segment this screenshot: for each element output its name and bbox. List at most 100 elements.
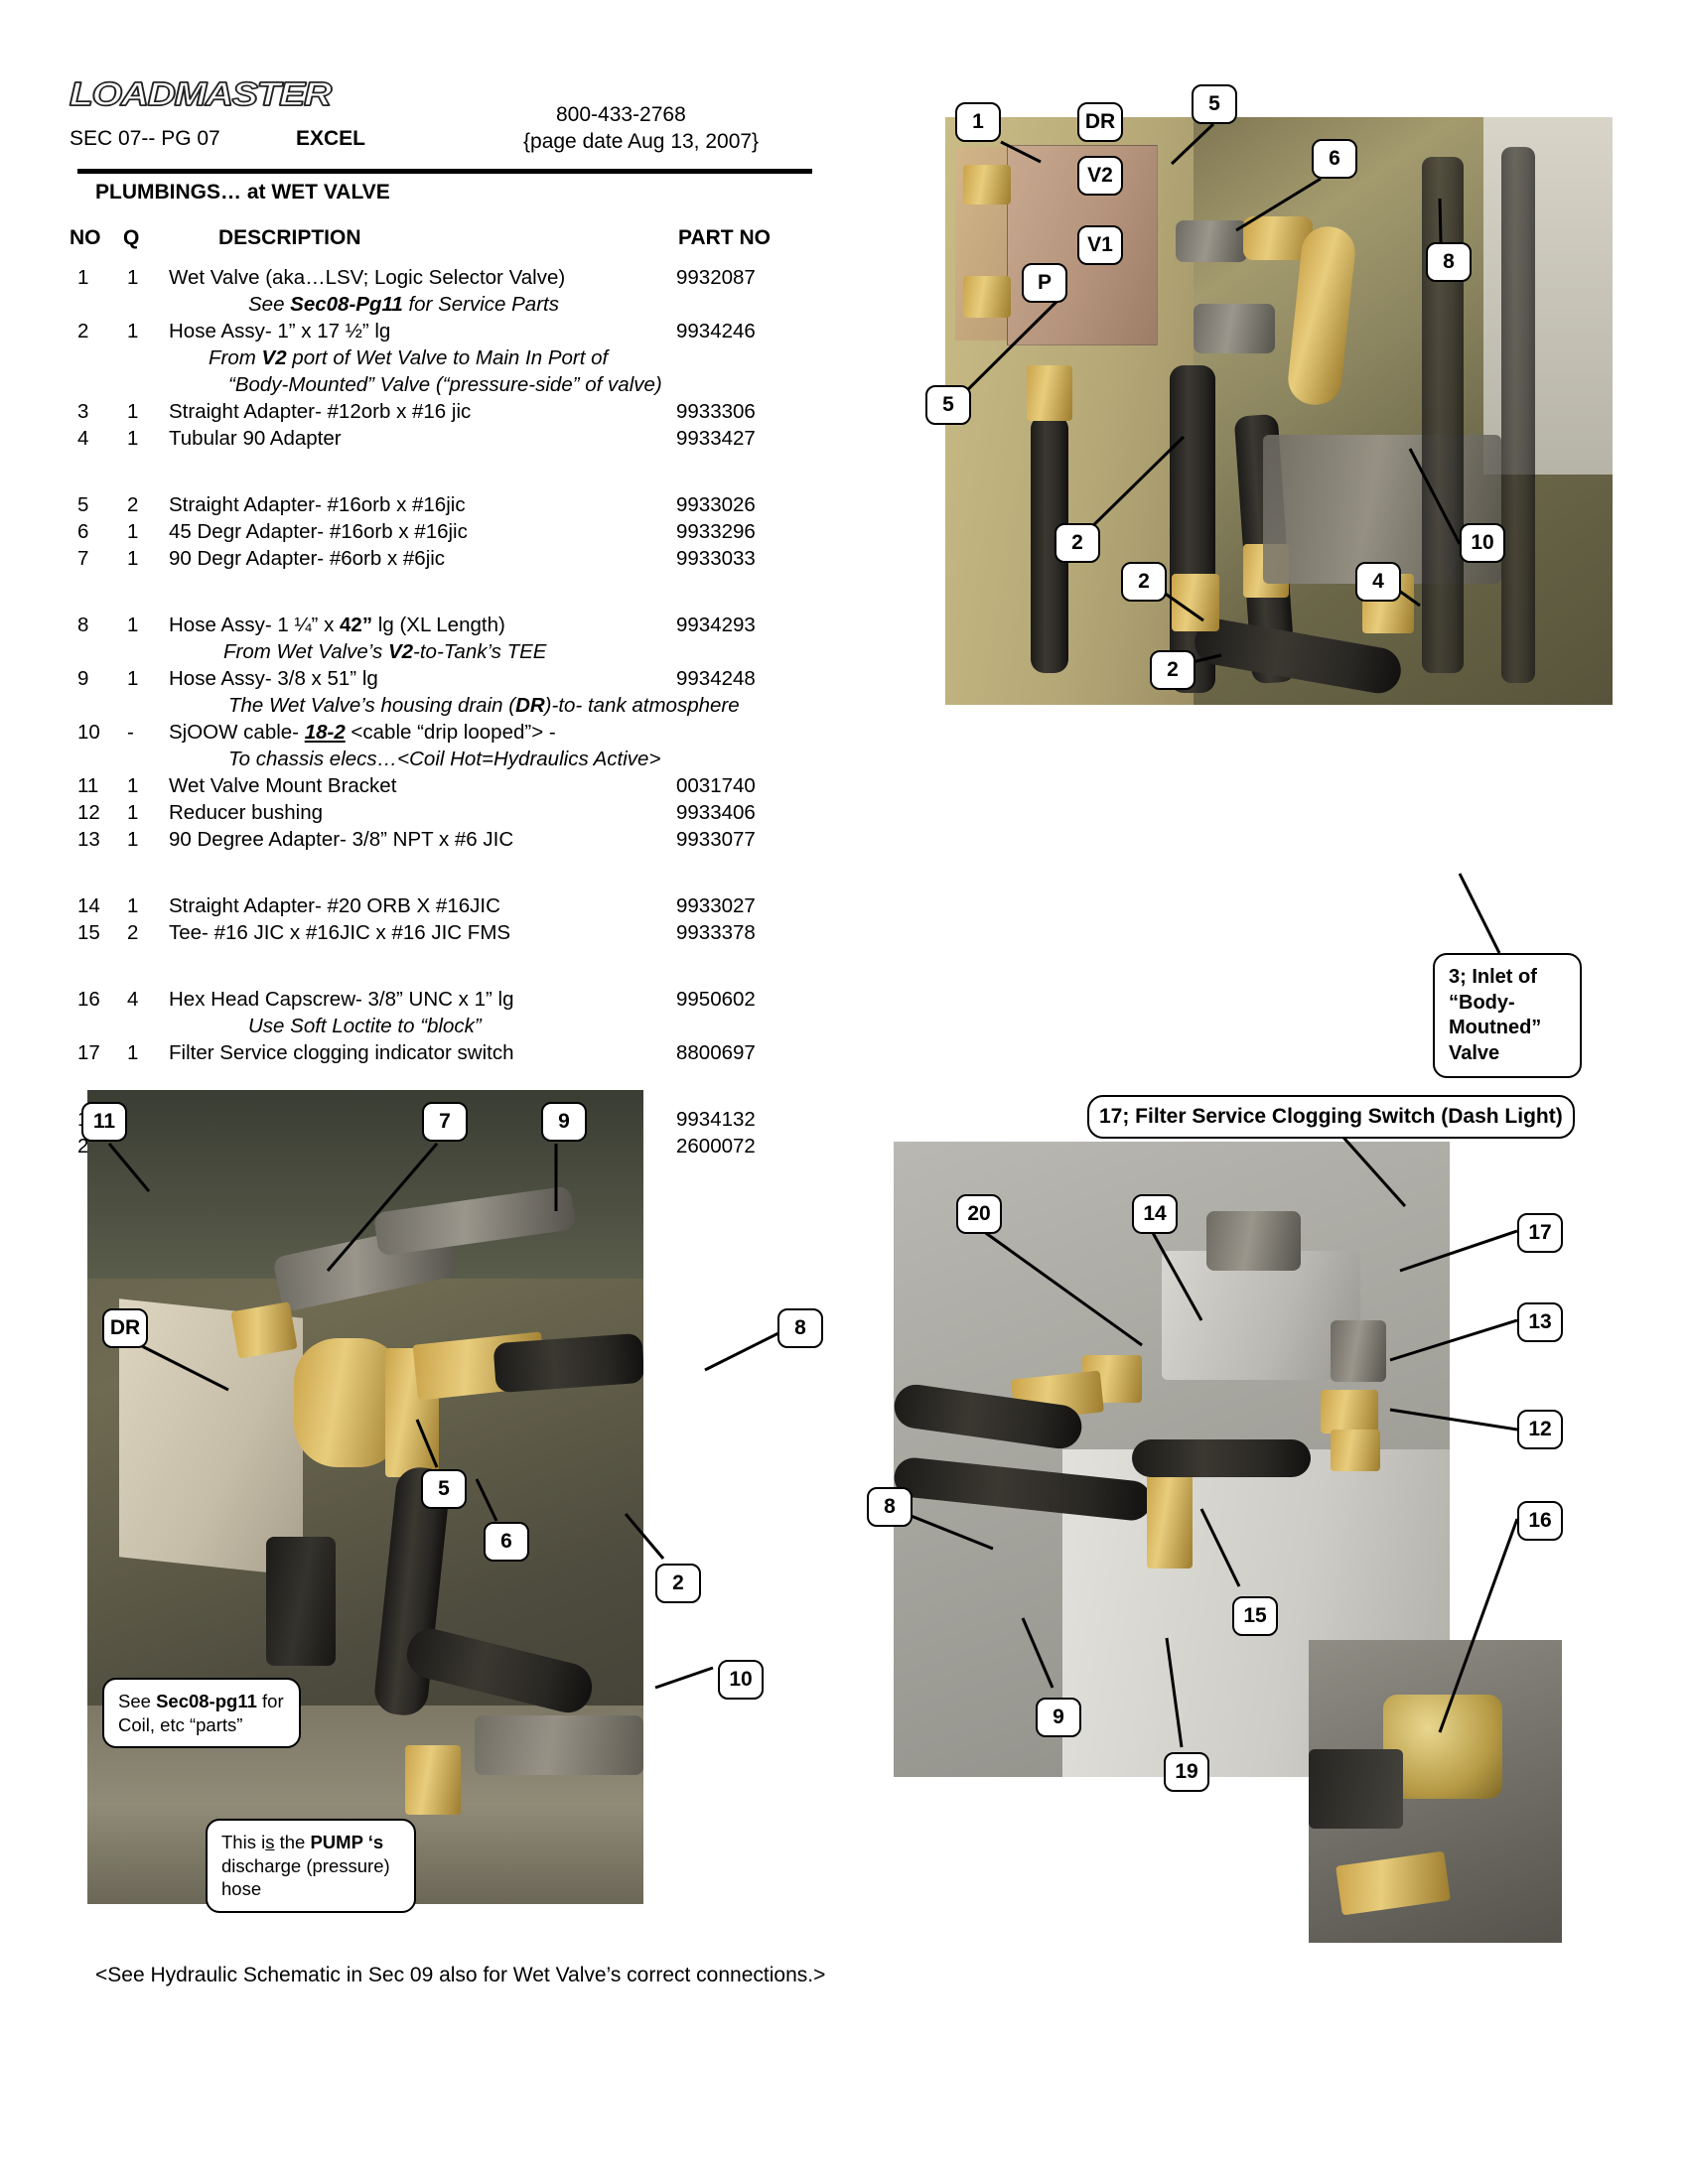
- callout-p: P: [1022, 263, 1067, 303]
- part-quantity: 1: [127, 614, 139, 636]
- callout-5: 5: [925, 385, 971, 425]
- part-description-note: From V2 port of Wet Valve to Main In Por…: [209, 346, 609, 369]
- part-description: Hose Assy- 1 ¼” x 42” lg (XL Length): [169, 614, 505, 636]
- hose-lower: [401, 1623, 598, 1718]
- column-header-q: Q: [123, 226, 140, 249]
- row-spacer: [70, 574, 844, 614]
- part-item-no: 6: [77, 520, 89, 543]
- fitting-2-lower: [1172, 574, 1219, 631]
- part-item-no: 16: [77, 988, 100, 1011]
- part-number: 9950602: [676, 988, 756, 1011]
- part-number: 9933077: [676, 828, 756, 851]
- callout-11: 11: [81, 1102, 127, 1142]
- callout-12: 12: [1517, 1410, 1563, 1449]
- table-row: 10-SjOOW cable- 18-2 <cable “drip looped…: [70, 721, 844, 748]
- callout-dr: DR: [102, 1308, 148, 1348]
- row-spacer: [70, 948, 844, 988]
- part-quantity: 2: [127, 921, 139, 944]
- part-number: 9933027: [676, 894, 756, 917]
- fitting-lower-left: [963, 276, 1011, 318]
- callout-8: 8: [1426, 242, 1472, 282]
- part-number: 0031740: [676, 774, 756, 797]
- model-label: EXCEL: [296, 127, 366, 150]
- part-description: Tee- #16 JIC x #16JIC x #16 JIC FMS: [169, 921, 511, 944]
- part-number: 9933427: [676, 427, 756, 450]
- footer-note: <See Hydraulic Schematic in Sec 09 also …: [95, 1964, 826, 1986]
- part-item-no: 17: [77, 1041, 100, 1064]
- part-quantity: 1: [127, 547, 139, 570]
- filter-cap: [1206, 1211, 1301, 1271]
- callout-10: 10: [1460, 523, 1505, 563]
- header-divider: [77, 169, 812, 174]
- part-number: 9932087: [676, 266, 756, 289]
- part-number: 9933406: [676, 801, 756, 824]
- part-item-no: 3: [77, 400, 89, 423]
- photo-capscrew-inset: [1309, 1640, 1562, 1943]
- callout-8: 8: [867, 1487, 913, 1527]
- callout-filter-service-switch: 17; Filter Service Clogging Switch (Dash…: [1087, 1095, 1575, 1139]
- page-title: PLUMBINGS… at WET VALVE: [95, 181, 390, 204]
- column-header-no: NO: [70, 226, 101, 249]
- part-quantity: 4: [127, 988, 139, 1011]
- part-number: 9933378: [676, 921, 756, 944]
- part-quantity: 1: [127, 894, 139, 917]
- part-description: SjOOW cable- 18-2 <cable “drip looped”> …: [169, 721, 556, 744]
- callout-4: 4: [1355, 562, 1401, 602]
- part-item-no: 5: [77, 493, 89, 516]
- part-item-no: 1: [77, 266, 89, 289]
- callout-9: 9: [1036, 1698, 1081, 1737]
- inset-body: [1309, 1749, 1403, 1829]
- callout-15: 15: [1232, 1596, 1278, 1636]
- switch-17: [1331, 1320, 1386, 1382]
- part-number: 9934132: [676, 1108, 756, 1131]
- part-item-no: 7: [77, 547, 89, 570]
- callout-dr: DR: [1077, 102, 1123, 142]
- callout-1: 1: [955, 102, 1001, 142]
- part-quantity: 2: [127, 493, 139, 516]
- phone-number: 800-433-2768: [556, 103, 686, 126]
- callout-v2: V2: [1077, 156, 1123, 196]
- callout-10: 10: [718, 1660, 764, 1700]
- hose-rear-vertical: [1422, 157, 1464, 673]
- part-quantity: -: [127, 721, 134, 744]
- part-number: 9933033: [676, 547, 756, 570]
- callout-v1: V1: [1077, 225, 1123, 265]
- part-description-note: From Wet Valve’s V2-to-Tank’s TEE: [223, 640, 547, 663]
- part-item-no: 4: [77, 427, 89, 450]
- part-description-note: The Wet Valve’s housing drain (DR)-to- t…: [228, 694, 740, 717]
- callout-9: 9: [541, 1102, 587, 1142]
- part-description-note: To chassis elecs…<Coil Hot=Hydraulics Ac…: [228, 748, 661, 770]
- fitting-5-side: [1027, 365, 1072, 421]
- callout-6: 6: [484, 1522, 529, 1562]
- part-description: Straight Adapter- #16orb x #16jic: [169, 493, 466, 516]
- column-header-description: DESCRIPTION: [218, 226, 361, 249]
- column-header-part-no: PART NO: [678, 226, 771, 249]
- callout-2: 2: [1121, 562, 1167, 602]
- part-quantity: 1: [127, 667, 139, 690]
- callout-13: 13: [1517, 1302, 1563, 1342]
- callout-6: 6: [1312, 139, 1357, 179]
- part-number: 9934293: [676, 614, 756, 636]
- fitting-upper-left: [963, 165, 1011, 205]
- brand-header: LOADMASTER: [69, 76, 824, 110]
- part-description: Straight Adapter- #20 ORB X #16JIC: [169, 894, 500, 917]
- part-number: 8800697: [676, 1041, 756, 1064]
- speech-inlet-body-mounted-valve: 3; Inlet of“Body-Moutned”Valve: [1433, 953, 1582, 1079]
- part-description: Tubular 90 Adapter: [169, 427, 342, 450]
- callout-5: 5: [1192, 84, 1237, 124]
- part-item-no: 15: [77, 921, 100, 944]
- callout-17: 17: [1517, 1213, 1563, 1253]
- part-item-no: 12: [77, 801, 100, 824]
- row-spacer: [70, 855, 844, 894]
